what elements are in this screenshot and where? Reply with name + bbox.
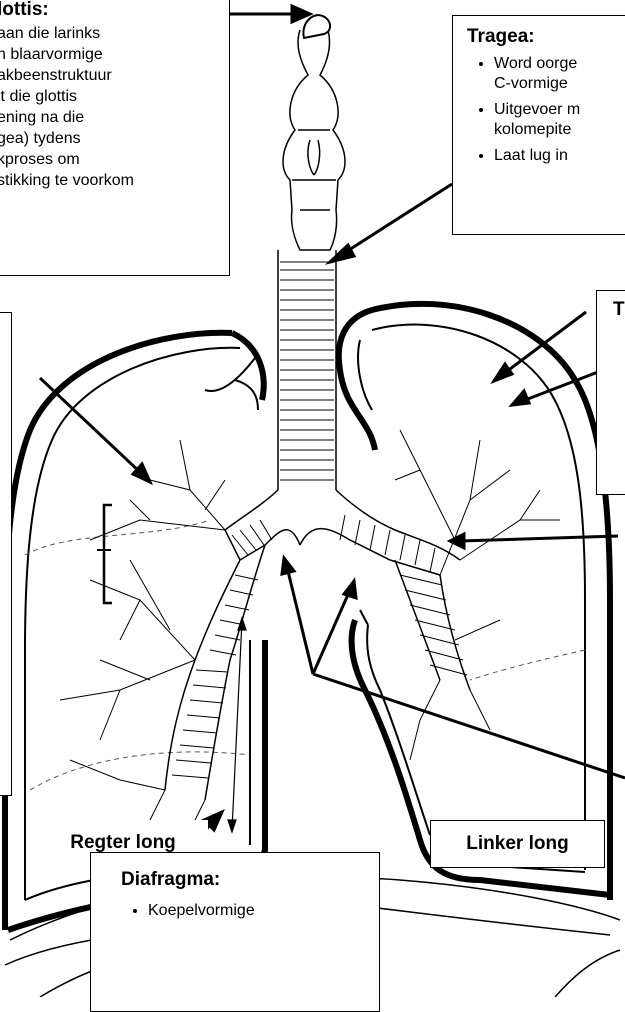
glottis-line: n blaarvormige	[0, 44, 229, 65]
lobe-fissures	[25, 520, 585, 790]
left-lung-outline	[339, 304, 610, 900]
glottis-line: gea) tydens	[0, 128, 229, 149]
glottis-line: stikking te voorkom	[0, 170, 229, 191]
diafragma-box: Diafragma: Koepelvormige	[90, 852, 380, 1012]
double-arrow	[228, 618, 246, 832]
glottis-title: lottis:	[0, 0, 229, 21]
glottis-line: ening na die	[0, 107, 229, 128]
bronchioles	[60, 430, 560, 850]
glottis-line: aan die larinks	[0, 23, 229, 44]
tragea-title: Tragea:	[467, 26, 625, 48]
glottis-line: akbeenstruktuur	[0, 65, 229, 86]
left-label-box	[0, 312, 12, 796]
glottis-line: it die glottis	[0, 86, 229, 107]
glottis-box: lottis: aan die larinks n blaarvormige a…	[0, 0, 230, 276]
glottis-lines: aan die larinks n blaarvormige akbeenstr…	[0, 23, 229, 191]
glottis-line: kproses om	[0, 149, 229, 170]
trachea	[278, 250, 336, 490]
bronchi	[165, 490, 470, 800]
tragea-item: Laat lug in	[494, 146, 625, 166]
diafragma-list: Koepelvormige	[121, 901, 379, 921]
diafragma-title: Diafragma:	[121, 869, 379, 891]
left-lung-label: Linker long	[430, 820, 605, 868]
diafragma-item: Koepelvormige	[148, 901, 379, 921]
larynx	[283, 30, 345, 250]
right-box-title: T	[613, 299, 625, 321]
epiglottis	[303, 15, 330, 38]
right-label-box: T	[596, 290, 625, 495]
